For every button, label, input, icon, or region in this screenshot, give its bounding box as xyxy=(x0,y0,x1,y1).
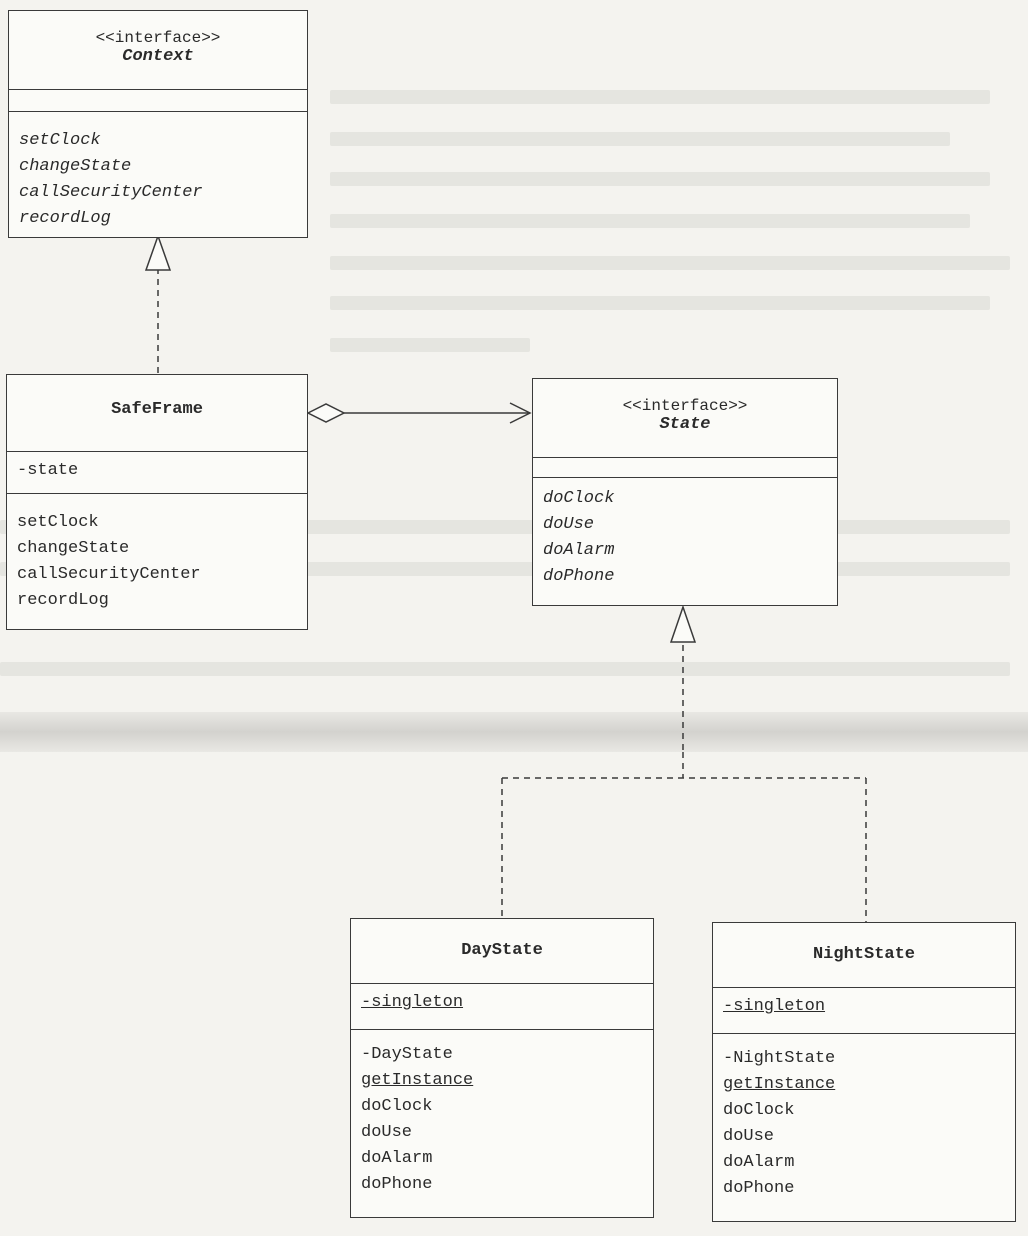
static-method: getInstance xyxy=(361,1071,474,1090)
method: doClock xyxy=(361,1097,433,1116)
context-class: <<interface>> Context setClock changeSta… xyxy=(8,10,308,238)
method: doAlarm xyxy=(361,1149,433,1168)
background-text-line xyxy=(330,132,950,146)
method: doUse xyxy=(723,1127,775,1146)
aggregation-diamond xyxy=(306,403,346,423)
constructor: -NightState xyxy=(723,1049,836,1068)
methods-section: -DayState getInstance doClock doUse doAl… xyxy=(351,1029,653,1198)
method: doAlarm xyxy=(543,541,615,560)
method: doUse xyxy=(543,515,595,534)
background-text-line xyxy=(0,662,1010,676)
methods-section: setClock changeState callSecurityCenter … xyxy=(7,493,307,614)
class-name: State xyxy=(659,415,711,434)
method: changeState xyxy=(17,539,130,558)
method: setClock xyxy=(17,513,99,532)
method: callSecurityCenter xyxy=(17,565,201,584)
background-text-line xyxy=(330,214,970,228)
class-name: NightState xyxy=(812,945,916,964)
daystate-class: DayState -singleton -DayState getInstanc… xyxy=(350,918,654,1218)
attributes-section xyxy=(9,89,307,111)
method: doPhone xyxy=(543,567,615,586)
method: doClock xyxy=(723,1101,795,1120)
class-name: DayState xyxy=(461,941,543,960)
class-name: SafeFrame xyxy=(111,400,203,419)
safeframe-class: SafeFrame -state setClock changeState ca… xyxy=(6,374,308,630)
method: doUse xyxy=(361,1123,413,1142)
method: doAlarm xyxy=(723,1153,795,1172)
attributes-section: -singleton xyxy=(351,983,653,1029)
background-text-line xyxy=(330,256,1010,270)
method: doPhone xyxy=(723,1179,795,1198)
method: doClock xyxy=(543,489,615,508)
static-method: getInstance xyxy=(723,1075,836,1094)
realization-arrowhead xyxy=(669,604,697,643)
methods-section: -NightState getInstance doClock doUse do… xyxy=(713,1033,1015,1202)
method: doPhone xyxy=(361,1175,433,1194)
background-text-line xyxy=(330,90,990,104)
class-header: SafeFrame xyxy=(7,375,307,451)
class-header: NightState xyxy=(713,923,1015,987)
attributes-section: -singleton xyxy=(713,987,1015,1033)
background-text-line xyxy=(330,296,990,310)
method: callSecurityCenter xyxy=(19,183,203,202)
field: -state xyxy=(17,461,79,480)
stereotype: <<interface>> xyxy=(95,29,221,47)
association-arrowhead xyxy=(509,402,532,424)
attributes-section: -state xyxy=(7,451,307,493)
class-header: DayState xyxy=(351,919,653,983)
method: recordLog xyxy=(17,591,109,610)
class-header: <<interface>> Context xyxy=(9,11,307,89)
methods-section: doClock doUse doAlarm doPhone xyxy=(533,477,837,590)
static-field: -singleton xyxy=(361,993,464,1012)
stereotype: <<interface>> xyxy=(622,397,748,415)
background-text-line xyxy=(330,338,530,352)
state-class: <<interface>> State doClock doUse doAlar… xyxy=(532,378,838,606)
class-name: Context xyxy=(122,47,194,66)
method: recordLog xyxy=(19,209,111,228)
attributes-section xyxy=(533,457,837,477)
method: changeState xyxy=(19,157,132,176)
constructor: -DayState xyxy=(361,1045,453,1064)
background-text-line xyxy=(330,172,990,186)
method: setClock xyxy=(19,131,101,150)
static-field: -singleton xyxy=(723,997,826,1016)
nightstate-class: NightState -singleton -NightState getIns… xyxy=(712,922,1016,1222)
realization-arrowhead xyxy=(144,233,172,271)
page-fold-shadow xyxy=(0,712,1028,752)
class-header: <<interface>> State xyxy=(533,379,837,457)
methods-section: setClock changeState callSecurityCenter … xyxy=(9,111,307,232)
